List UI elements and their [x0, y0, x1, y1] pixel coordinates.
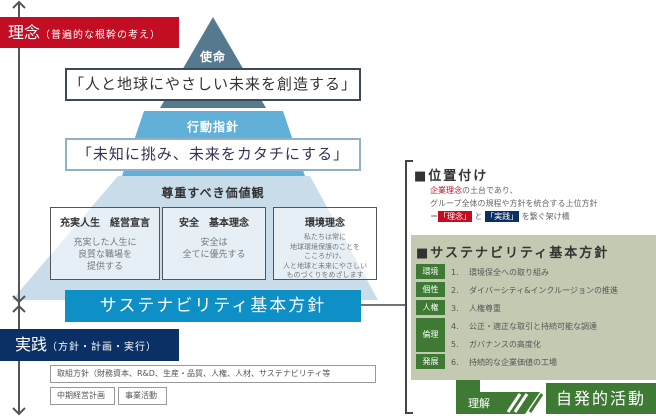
slash-icon	[521, 393, 544, 413]
arrow-up-icon	[12, 304, 26, 313]
mission-title: 使命	[199, 50, 226, 64]
policy-item: 2.ダイバーシティ&インクルージョンの推進	[451, 286, 619, 295]
understanding-label: 理解	[468, 397, 490, 410]
policy-item: 5.ガバナンスの高度化	[451, 340, 541, 349]
practice-box: 取組方針（財務資本、R&D、生産・品質、人権、人材、サステナビリティ等	[50, 365, 376, 383]
bracket	[405, 160, 413, 414]
practice-box: 中期経営計画	[50, 387, 115, 405]
policy-item: 3.人権尊重	[451, 304, 501, 313]
sustainability-bar: サステナビリティ基本方針	[65, 290, 361, 322]
conduct-motto: 「未知に挑み、未来をカタチにする」	[65, 138, 361, 171]
policy-item: 6.持続的な企業価値の工場	[451, 358, 557, 367]
philosophy-label: 理念（普遍的な根幹の考え）	[0, 17, 179, 48]
practice-label: 実践（方針・計画・実行）	[0, 329, 179, 361]
arrow-up-icon	[12, 0, 26, 9]
policy-item: 1.環境保全への取り組み	[451, 268, 549, 277]
conduct-title: 行動指針	[186, 120, 239, 134]
value-box: 充実人生 経営宣言充実した人生に 良質な職場を 提供する	[50, 207, 160, 280]
values-title: 尊重すべき価値観	[161, 186, 265, 200]
mission-motto: 「人と地球にやさしい未来を創造する」	[65, 68, 361, 101]
policy-panel: ■サステナビリティ基本方針 環境 個性 人権 倫理 発展 1.環境保全への取り組…	[411, 235, 656, 380]
arrow-down-icon	[12, 407, 26, 416]
value-box: 安全 基本理念安全は 全てに優先する	[162, 207, 266, 280]
arrow-down-icon	[12, 295, 26, 304]
policy-tag: 人権	[416, 300, 445, 315]
policy-item: 4.公正・適正な取引と持続可能な調達	[451, 322, 597, 331]
position-section: ■位置付け 企業理念の土台であり、 グループ全体の規程や方針を統合する上位方針 …	[414, 169, 598, 222]
slash-icon	[506, 393, 529, 413]
policy-tag: 個性	[416, 282, 445, 297]
policy-tag: 環境	[416, 264, 445, 279]
voluntary-activity-label: 自発的活動	[546, 383, 656, 414]
policy-tag: 発展	[416, 354, 445, 369]
practice-box: 事業活動	[118, 387, 167, 405]
policy-tag: 倫理	[416, 318, 445, 352]
value-box: 環境理念私たちは常に 地球環境保護のことを こころがけ、 人と地球と未来にやさし…	[273, 207, 377, 280]
